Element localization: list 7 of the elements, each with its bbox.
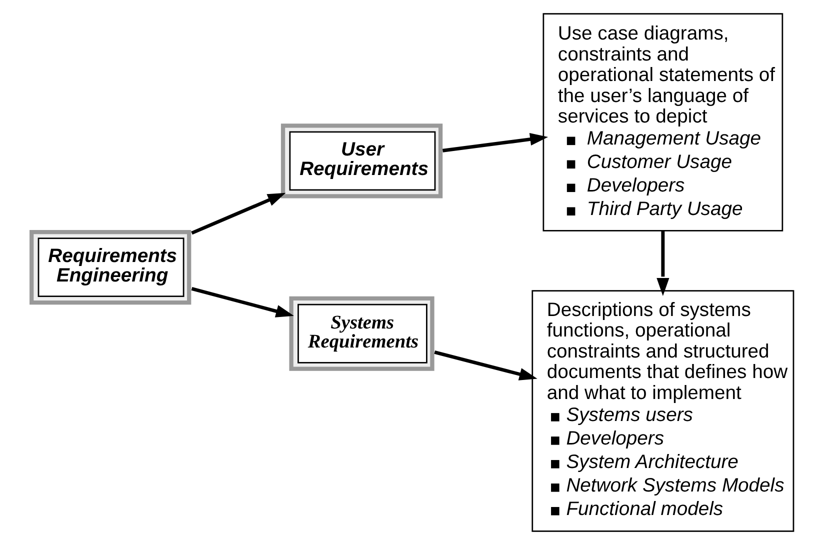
node-box: Use case diagrams, constraints and operational statements of the user’s language of services to depict Management Usage Customer Usage Developers Third Party Usage — [542, 13, 783, 232]
arrow — [434, 350, 537, 380]
arrow — [656, 230, 669, 296]
arrow — [190, 287, 294, 318]
node-box: Descriptions of systems functions, operational constraints and structured documents that defines how and what to implement Systems users Developers System Architecture Network Systems Models Functional models — [531, 290, 794, 532]
arrow — [442, 133, 548, 152]
arrow — [190, 192, 286, 235]
